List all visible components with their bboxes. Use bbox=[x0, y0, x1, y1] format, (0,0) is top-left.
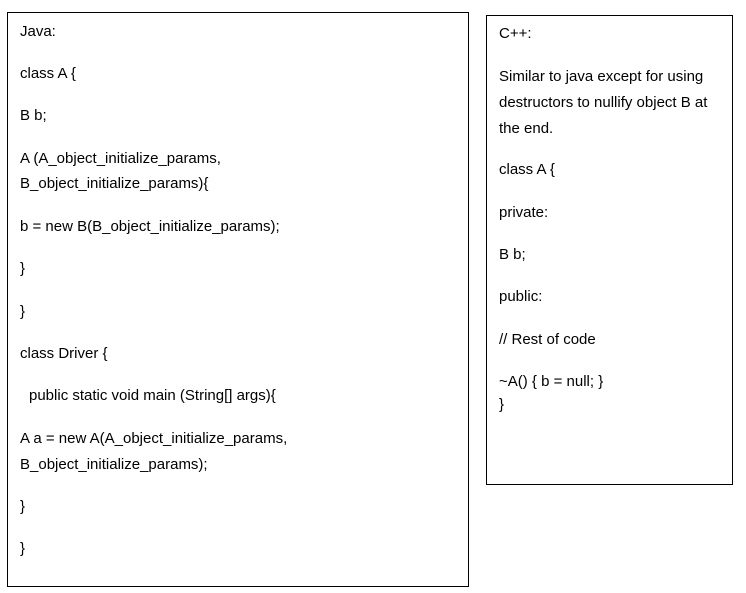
cpp-description: Similar to java except for using destruc… bbox=[499, 68, 708, 137]
java-code-line: public static void main (String[] args){ bbox=[29, 387, 276, 404]
java-code-line: b = new B(B_object_initialize_params); bbox=[20, 218, 280, 235]
cpp-code-line: B b; bbox=[499, 246, 526, 263]
java-code-line: class Driver { bbox=[20, 345, 108, 362]
cpp-panel: C++: Similar to java except for using de… bbox=[486, 15, 733, 485]
cpp-code-line: public: bbox=[499, 288, 543, 305]
java-code-line: B b; bbox=[20, 107, 47, 124]
java-heading: Java: bbox=[20, 23, 56, 40]
cpp-code-line: ~A() { b = null; } bbox=[499, 373, 604, 390]
java-code-line: B_object_initialize_params); bbox=[20, 456, 208, 473]
cpp-code-line: private: bbox=[499, 204, 549, 221]
java-code-line: A a = new A(A_object_initialize_params, bbox=[20, 430, 288, 447]
java-code-line: } bbox=[20, 540, 26, 557]
java-code-line: } bbox=[20, 498, 26, 515]
cpp-code-line: // Rest of code bbox=[499, 331, 596, 348]
java-code-line: A (A_object_initialize_params, bbox=[20, 150, 221, 167]
java-code-line: class A { bbox=[20, 65, 76, 82]
java-panel: Java: class A { B b; A (A_object_initial… bbox=[7, 12, 469, 587]
cpp-code-line: class A { bbox=[499, 161, 555, 178]
java-code-line: } bbox=[20, 260, 26, 277]
cpp-heading: C++: bbox=[499, 25, 532, 42]
java-code-line: } bbox=[20, 303, 26, 320]
cpp-code-line: } bbox=[499, 396, 505, 413]
java-code-line: B_object_initialize_params){ bbox=[20, 175, 209, 192]
